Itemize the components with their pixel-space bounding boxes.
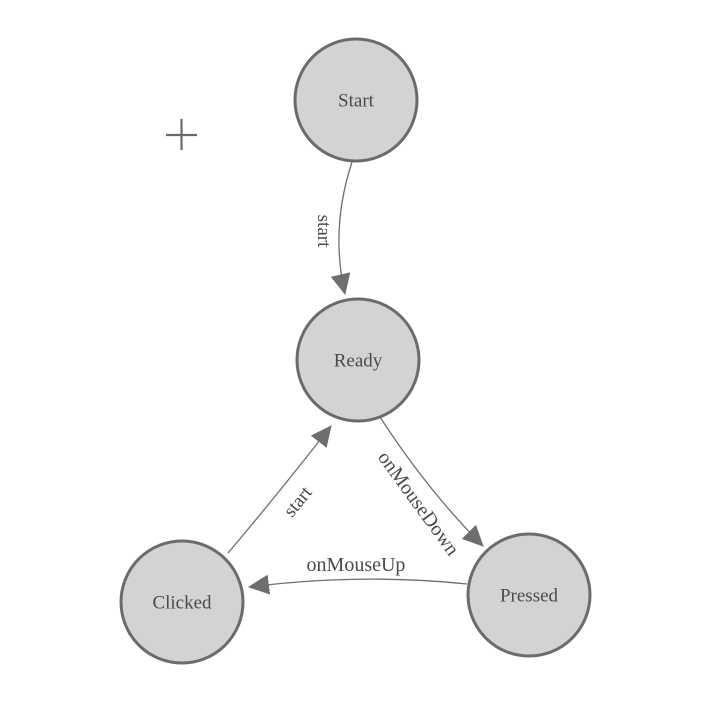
edge-label-start-ready[interactable]: start — [313, 215, 334, 248]
edge-line[interactable] — [227, 425, 332, 554]
node-start-circle[interactable] — [293, 37, 419, 163]
edge-clicked-to-ready[interactable]: start — [227, 425, 332, 554]
edge-line[interactable] — [379, 416, 484, 547]
node-pressed-label: Pressed — [500, 586, 559, 607]
edge-line[interactable] — [248, 574, 468, 595]
node-ready-circle[interactable] — [295, 297, 421, 423]
edge-line[interactable] — [330, 161, 353, 295]
edge-start-to-ready[interactable]: start — [313, 161, 353, 295]
edge-label-ready-pressed[interactable]: onMouseDown — [373, 447, 463, 560]
plus-crosshair-icon — [166, 119, 197, 150]
node-clicked[interactable]: Clicked — [119, 539, 245, 665]
node-clicked-circle[interactable] — [119, 539, 245, 665]
node-clicked-label: Clicked — [152, 593, 212, 614]
node-start[interactable]: Start — [293, 37, 419, 163]
edge-label-pressed-clicked[interactable]: onMouseUp — [307, 554, 406, 576]
node-ready[interactable]: Ready — [295, 297, 421, 423]
edge-label-clicked-ready[interactable]: start — [280, 482, 317, 521]
node-ready-label: Ready — [334, 351, 383, 372]
node-start-label: Start — [338, 91, 375, 112]
node-pressed-circle[interactable] — [466, 532, 592, 658]
edge-ready-to-pressed[interactable]: onMouseDown — [373, 416, 484, 560]
edge-pressed-to-clicked[interactable]: onMouseUp — [248, 554, 468, 595]
node-pressed[interactable]: Pressed — [466, 532, 592, 658]
